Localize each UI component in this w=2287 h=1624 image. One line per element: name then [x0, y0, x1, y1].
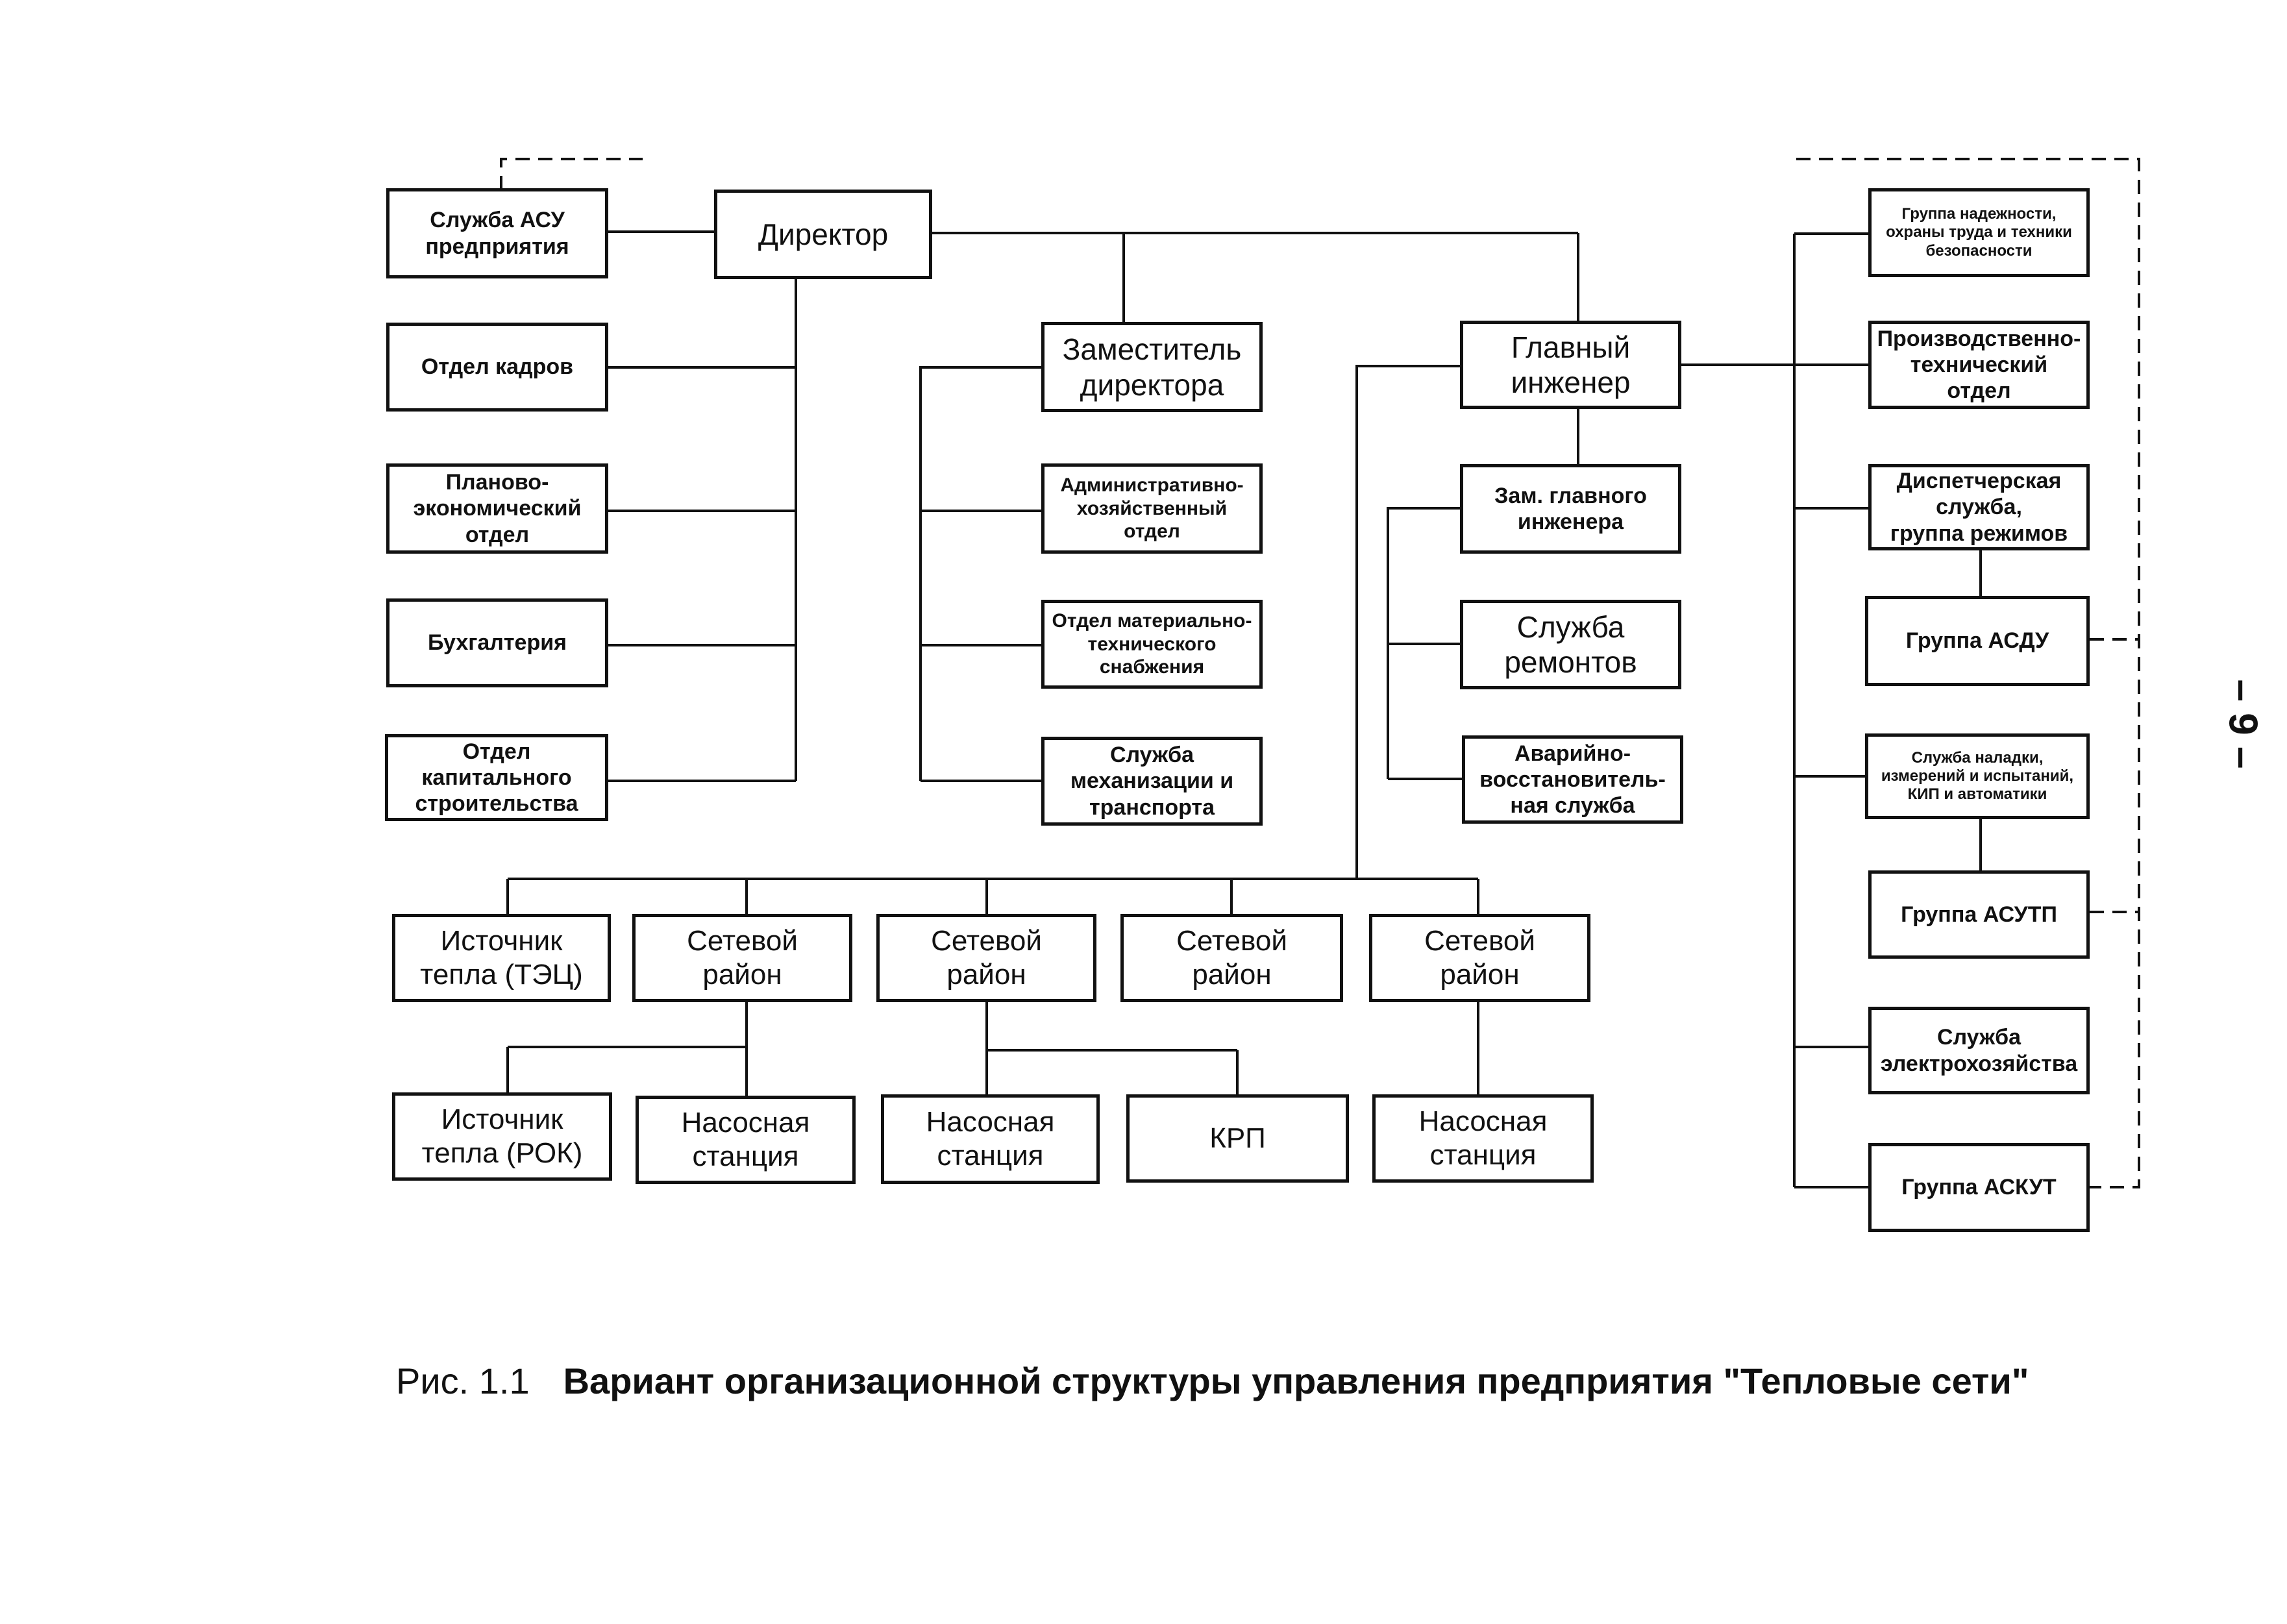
asdu-group-box: Группа АСДУ: [1865, 596, 2090, 686]
dispatch-service-box: Диспетчерская служба, группа режимов: [1868, 464, 2090, 550]
asu-service-box: Служба АСУ предприятия: [386, 188, 608, 278]
production-technical-box: Производственно- технический отдел: [1868, 321, 2090, 409]
electrical-service-box: Служба электрохозяйства: [1868, 1007, 2090, 1094]
mechanization-service-box: Служба механизации и транспорта: [1041, 737, 1263, 826]
network-district-box-3: Сетевой район: [1120, 914, 1343, 1002]
page-number-text: – 9 –: [2220, 679, 2266, 769]
safety-group-box: Группа надежности, охраны труда и техник…: [1868, 188, 2090, 277]
admin-department-box: Административно- хозяйственный отдел: [1041, 463, 1263, 554]
planning-department-box: Планово- экономический отдел: [386, 463, 608, 554]
pump-station-box-3: Насосная станция: [1372, 1094, 1594, 1183]
dashed-link-asu: [500, 158, 643, 190]
repair-service-box: Служба ремонтов: [1460, 600, 1681, 689]
emergency-service-box: Аварийно- восстановитель- ная служба: [1462, 735, 1683, 824]
pump-station-box-2: Насосная станция: [881, 1094, 1100, 1184]
connector-deputy-chief-bus: [1387, 507, 1460, 779]
deputy-chief-engineer-box: Зам. главного инженера: [1460, 464, 1681, 554]
figure-number: Рис. 1.1: [396, 1360, 530, 1401]
material-supply-box: Отдел материально- технического снабжени…: [1041, 600, 1263, 689]
deputy-director-box: Заместитель директора: [1041, 322, 1263, 412]
figure-caption: Рис. 1.1 Вариант организационной структур…: [396, 1360, 2029, 1402]
heat-source-rok-box: Источник тепла (РОК): [392, 1092, 612, 1181]
director-box: Директор: [714, 190, 932, 279]
page-number: – 9 –: [2197, 652, 2287, 795]
pump-station-box-1: Насосная станция: [636, 1096, 856, 1184]
connector-deputy-left-bus: [919, 366, 1041, 781]
heat-source-tec-box: Источник тепла (ТЭЦ): [392, 914, 611, 1002]
krp-box: КРП: [1126, 1094, 1349, 1183]
connector-chief-left-bus: [1355, 365, 1460, 879]
network-district-box-2: Сетевой район: [876, 914, 1096, 1002]
figure-title: Вариант организационной структуры управл…: [563, 1360, 2029, 1401]
accounting-box: Бухгалтерия: [386, 598, 608, 687]
capital-construction-box: Отдел капитального строительства: [385, 734, 608, 821]
dashed-link-right: [1796, 158, 2140, 1188]
askut-group-box: Группа АСКУТ: [1868, 1143, 2090, 1232]
asutp-group-box: Группа АСУТП: [1868, 870, 2090, 959]
hr-department-box: Отдел кадров: [386, 323, 608, 412]
network-district-box-4: Сетевой район: [1369, 914, 1590, 1002]
commissioning-service-box: Служба наладки, измерений и испытаний, К…: [1865, 733, 2090, 819]
chief-engineer-box: Главный инженер: [1460, 321, 1681, 409]
network-district-box-1: Сетевой район: [632, 914, 852, 1002]
